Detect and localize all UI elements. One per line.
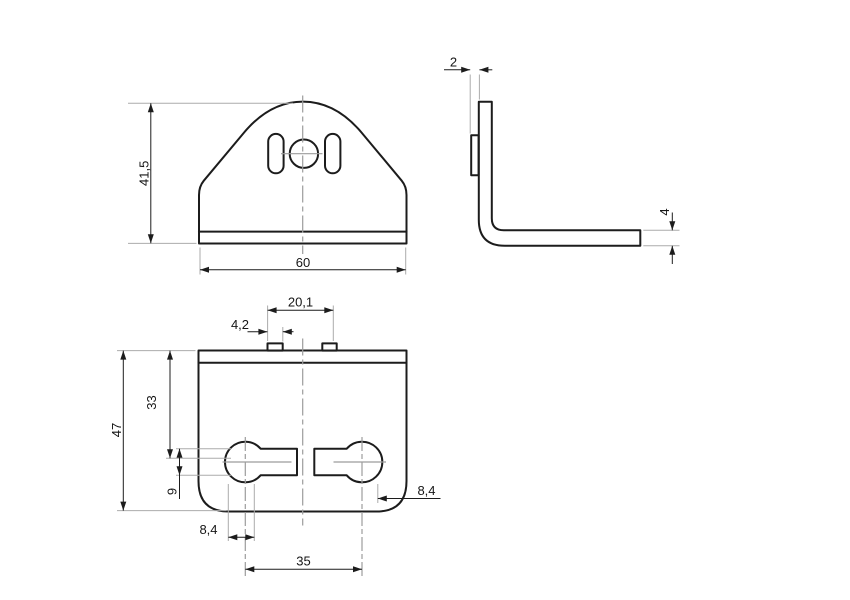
side-view: 2 4 (444, 55, 680, 264)
dimension-label: 2 (450, 55, 457, 70)
bottom-right-tab (321, 342, 338, 352)
dim-front-height: 41,5 (128, 102, 293, 244)
dim-base-thickness: 4 (643, 208, 680, 264)
arrow-up-icon (176, 448, 183, 458)
arrow-down-icon (176, 466, 183, 476)
dimension-label: 60 (296, 255, 310, 270)
dimension-label: 9 (165, 488, 180, 495)
arrow-left-icon (377, 495, 387, 502)
arrow-left-icon (245, 566, 255, 573)
dim-tab-outer-span: 20,1 (267, 295, 334, 341)
arrow-left-icon (479, 66, 489, 73)
arrow-right-icon (245, 534, 255, 541)
bottom-view-outline (197, 349, 408, 513)
front-right-slot (324, 132, 342, 175)
dim-slot-center-offset: 33 (144, 350, 231, 459)
bottom-view: 47 33 9 20,1 (109, 295, 441, 577)
arrow-down-icon (167, 449, 173, 459)
arrow-left-icon (282, 328, 292, 335)
arrow-down-icon (120, 501, 127, 511)
arrow-right-icon (353, 566, 362, 573)
dimension-label: 41,5 (136, 161, 151, 186)
front-view: 41,5 60 (128, 95, 408, 275)
arrow-right-icon (396, 266, 406, 273)
arrow-right-icon (258, 328, 268, 335)
arrow-right-icon (324, 307, 334, 314)
arrow-down-icon (669, 221, 676, 231)
dim-slot-width: 9 (165, 448, 231, 499)
side-view-tab-boss (470, 134, 480, 177)
arrow-left-icon (228, 534, 238, 541)
arrow-right-icon (461, 66, 471, 73)
dim-front-width: 60 (199, 247, 407, 275)
dim-right-slot-diameter: 8,4 (377, 483, 441, 503)
dim-tab-protrusion: 2 (444, 55, 493, 134)
arrow-up-icon (669, 245, 676, 255)
arrow-up-icon (167, 350, 173, 360)
dim-left-slot-diameter: 8,4 (199, 484, 255, 541)
side-view-outline (477, 100, 642, 247)
arrow-left-icon (267, 307, 277, 314)
dimension-label: 35 (296, 553, 310, 568)
arrow-up-icon (120, 350, 127, 360)
dimension-label: 4 (657, 208, 672, 215)
right-keyhole-slot (313, 440, 384, 484)
left-keyhole-slot (224, 440, 298, 484)
dim-bottom-depth: 47 (109, 350, 227, 512)
dimension-label: 47 (109, 423, 124, 437)
dimension-label: 8,4 (417, 483, 435, 498)
arrow-up-icon (147, 103, 154, 113)
bottom-left-tab (266, 342, 284, 352)
dimension-label: 20,1 (288, 295, 313, 310)
dimension-label: 33 (144, 395, 159, 409)
arrow-down-icon (147, 234, 154, 244)
arrow-left-icon (200, 266, 209, 273)
dim-tab-width: 4,2 (231, 317, 294, 342)
dim-slot-center-spacing: 35 (245, 553, 362, 573)
dimension-label: 8,4 (199, 522, 217, 537)
dimension-label: 4,2 (231, 317, 249, 332)
